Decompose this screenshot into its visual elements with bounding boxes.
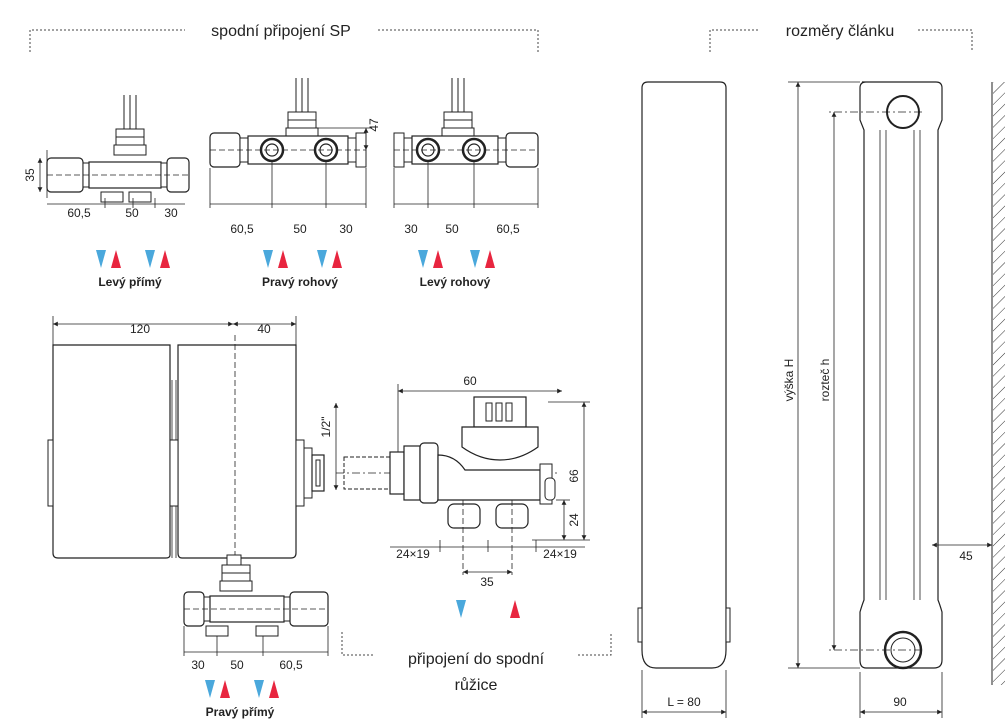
return-marker (254, 680, 264, 698)
header-sp: spodní připojení SP (29, 23, 539, 52)
valve1-height: 35 (23, 168, 37, 182)
return-marker (418, 250, 428, 268)
detail-height-24: 24 (567, 513, 581, 527)
supply-marker (160, 250, 170, 268)
section-depth: L = 80 (667, 695, 701, 709)
valve-side-detail: 60 1/2" 66 24 (319, 374, 590, 618)
detail-width-120: 120 (130, 322, 150, 336)
detail-width-60: 60 (463, 374, 477, 388)
valve-levy-primy: 35 60,5 50 30 Levý přímý (23, 94, 190, 289)
detail-spacing-35: 35 (480, 575, 494, 589)
detail-thread: 1/2" (319, 417, 333, 438)
return-marker (96, 250, 106, 268)
header-size-label: rozměry článku (786, 23, 894, 40)
valve3-dim-b: 50 (445, 222, 459, 236)
header-bottom: připojení do spodní růžice (341, 632, 612, 694)
valve2-caption: Pravý rohový (262, 275, 338, 289)
valve1-dim-a: 60,5 (67, 206, 91, 220)
header-bottom-line1: připojení do spodní (408, 651, 545, 668)
supply-marker (332, 250, 342, 268)
valve4-dim-a: 30 (191, 658, 205, 672)
valve2-dim-a: 60,5 (230, 222, 254, 236)
wall (991, 82, 1005, 685)
valve1-dim-c: 30 (164, 206, 178, 220)
detail-pipe-left: 24×19 (396, 547, 430, 561)
valve1-dim-b: 50 (125, 206, 139, 220)
valve-pravy-primy: 30 50 60,5 Pravý přímý (183, 554, 329, 719)
header-bottom-line2: růžice (455, 676, 498, 694)
return-marker (145, 250, 155, 268)
radiator-front-detail: 120 40 (47, 316, 325, 560)
detail-pipe-right: 24×19 (543, 547, 577, 561)
section-front-view: výška H rozteč h 90 45 (782, 81, 992, 718)
valve-pravy-rohovy: 47 60,5 50 30 Pravý rohový (209, 77, 381, 289)
section-pitch-h: rozteč h (818, 359, 832, 402)
detail-width-40: 40 (257, 322, 271, 336)
section-side-view: L = 80 (637, 81, 731, 718)
valve3-dim-c: 60,5 (496, 222, 520, 236)
valve3-caption: Levý rohový (420, 275, 491, 289)
valve2-dim-b: 50 (293, 222, 307, 236)
valve3-dim-a: 30 (404, 222, 418, 236)
valve2-height: 47 (367, 118, 381, 132)
supply-marker (269, 680, 279, 698)
section-wall-distance: 45 (959, 549, 973, 563)
return-marker (456, 600, 466, 618)
valve-levy-rohovy: 30 50 60,5 Levý rohový (393, 77, 539, 289)
section-width: 90 (893, 695, 907, 709)
supply-marker (510, 600, 520, 618)
return-marker (317, 250, 327, 268)
valve4-dim-c: 60,5 (279, 658, 303, 672)
header-sp-label: spodní připojení SP (211, 23, 351, 40)
header-size: rozměry článku (709, 23, 973, 52)
supply-marker (220, 680, 230, 698)
valve4-caption: Pravý přímý (206, 705, 275, 719)
detail-height-66: 66 (567, 469, 581, 483)
supply-marker (111, 250, 121, 268)
return-marker (205, 680, 215, 698)
section-height-H: výška H (782, 359, 796, 402)
valve1-caption: Levý přímý (98, 275, 162, 289)
supply-marker (485, 250, 495, 268)
return-marker (470, 250, 480, 268)
valve4-dim-b: 50 (230, 658, 244, 672)
valve2-dim-c: 30 (339, 222, 353, 236)
supply-marker (278, 250, 288, 268)
return-marker (263, 250, 273, 268)
supply-marker (433, 250, 443, 268)
